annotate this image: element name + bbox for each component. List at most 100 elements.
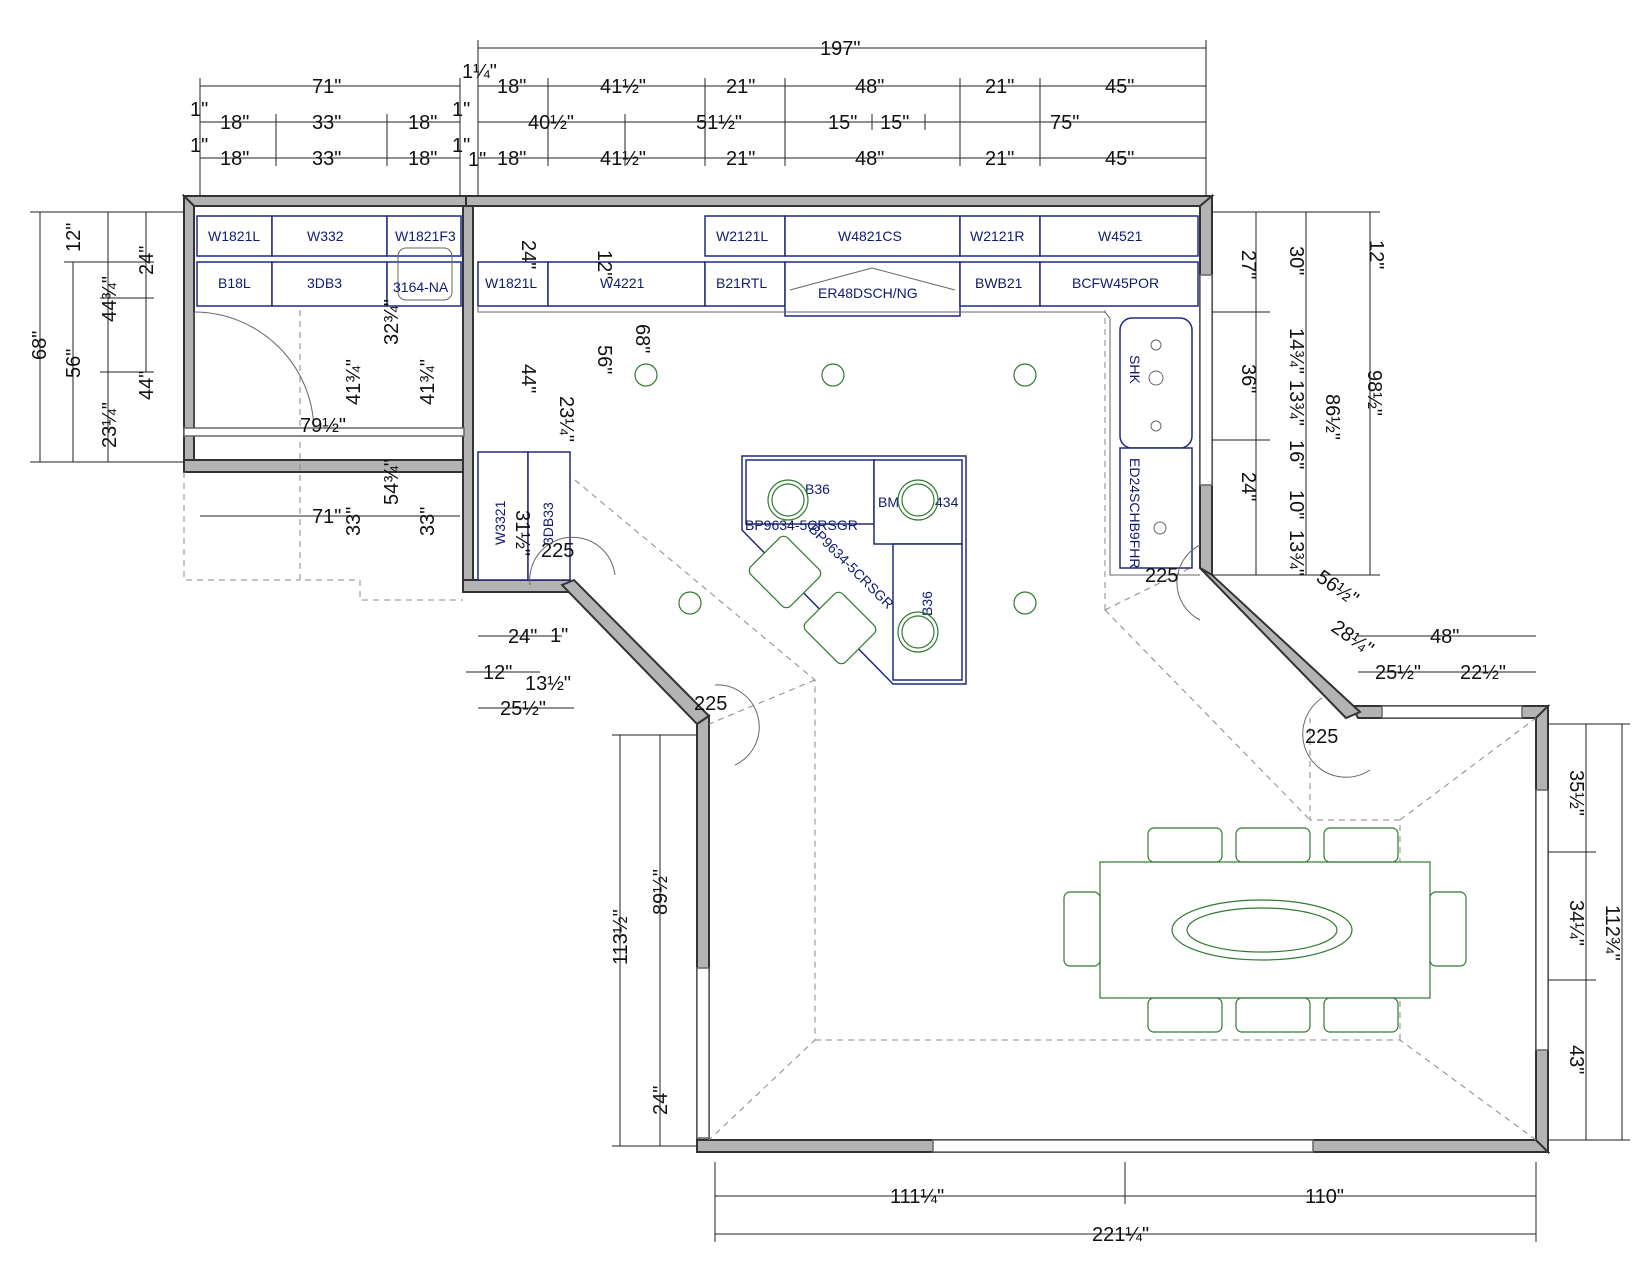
cabinet-w1821l-a[interactable] — [196, 215, 273, 257]
stool-2 — [897, 479, 939, 521]
door-swings — [183, 311, 1371, 778]
dim-31h: 31½" — [511, 510, 533, 556]
wall-top-right — [465, 195, 1215, 207]
range-hood-lines — [789, 267, 956, 291]
range-hood[interactable] — [784, 261, 961, 317]
light-2 — [821, 363, 845, 387]
dim-45-2: 45" — [1105, 148, 1134, 170]
cabinet-b36-b[interactable] — [892, 543, 963, 681]
cabinet-label-bm34-b: 434 — [935, 494, 959, 510]
dim-56-l: 56" — [63, 349, 85, 378]
ceiling-lights — [634, 363, 1037, 615]
dining-chair-left — [1063, 891, 1101, 967]
dim-71-top: 71" — [312, 76, 341, 98]
cabinet-label-w4821cs: W4821CS — [838, 228, 902, 244]
dining-chair-top-1 — [1147, 827, 1223, 863]
door-swing-left — [193, 311, 315, 433]
cabinet-w3324[interactable] — [271, 215, 388, 257]
dim-18-5: 18" — [497, 76, 526, 98]
dim-15b: 15" — [880, 112, 909, 134]
island: B36 BM 434 BP9634-5CRSGR BP9634-5CRSGR B… — [741, 455, 967, 685]
dim-18-6: 18" — [497, 148, 526, 170]
dishwasher-knob — [1153, 521, 1167, 535]
dim-68-c: 68" — [631, 324, 653, 353]
stool-3-inner — [901, 615, 935, 649]
dim-1q: 1¼" — [462, 61, 497, 83]
cabinet-label-b36-b: B36 — [919, 591, 935, 616]
dim-48-r: 48" — [1430, 626, 1459, 648]
dim-13q-b: 13¾" — [1285, 530, 1307, 576]
cabinet-w3321[interactable] — [477, 451, 529, 581]
countertop-outline — [477, 306, 1200, 576]
dim-98h: 98½" — [1363, 370, 1385, 416]
cabinet-3db33-a[interactable] — [271, 261, 388, 307]
cabinet-w4221[interactable] — [547, 261, 706, 307]
dim-1-a: 1" — [190, 99, 208, 121]
cabinet-w1821l-b[interactable] — [477, 261, 549, 307]
dim-32q: 32¾" — [381, 299, 403, 345]
cabinet-label-w2121r: W2121R — [970, 228, 1024, 244]
cabinet-label-sink-b: SHK — [1127, 355, 1143, 384]
dim-44-c: 44" — [517, 364, 539, 393]
dim-25h-p: 25½" — [500, 698, 546, 720]
cabinet-b21rtl[interactable] — [704, 261, 786, 307]
cabinet-label-b21rtl: B21RTL — [716, 275, 767, 291]
angle-225-2: 225 — [694, 693, 727, 715]
dining-chair-bottom-2 — [1235, 997, 1311, 1033]
ceiling-outline — [574, 479, 816, 1141]
dim-34q: 34¼" — [1565, 900, 1587, 946]
cabinet-w2121l[interactable] — [704, 215, 786, 257]
dim-197: 197" — [820, 38, 860, 60]
dining-chair-top-2 — [1235, 827, 1311, 863]
table-centerpiece — [1171, 899, 1353, 961]
dim-41q-b: 41¾" — [417, 359, 439, 405]
sink-drain-c — [1150, 420, 1162, 432]
dim-43: 43" — [1565, 1045, 1587, 1074]
ceiling-outline-g — [1104, 609, 1311, 821]
ceiling-outline-b — [708, 679, 816, 725]
dim-24-p: 24" — [508, 626, 537, 648]
cabinet-w2121r[interactable] — [959, 215, 1041, 257]
dim-44q: 44¾" — [99, 276, 121, 322]
dim-41h-2: 41½" — [600, 148, 646, 170]
dim-30: 30" — [1285, 246, 1307, 275]
dim-14q: 14¾" — [1285, 328, 1307, 374]
dim-33-v1: 33" — [343, 507, 365, 536]
dim-41h-1: 41½" — [600, 76, 646, 98]
cabinet-w4521[interactable] — [1039, 215, 1199, 257]
cabinet-label-w2121l: W2121L — [716, 228, 768, 244]
cabinet-b18l[interactable] — [196, 261, 273, 307]
dimension-labels: 197" 71" 18" 33" 18" 18" 33" 18" 18" 41½… — [29, 38, 1623, 1246]
dim-89h: 89½" — [650, 869, 672, 915]
dim-71-mid: 71" — [312, 506, 341, 528]
dining-chair-bottom-3 — [1323, 997, 1399, 1033]
light-5 — [1013, 591, 1037, 615]
cabinet-ed24[interactable] — [1119, 447, 1193, 569]
dim-23q-c: 23¼" — [555, 396, 577, 442]
dim-10: 10" — [1285, 490, 1307, 519]
cabinet-bwb21[interactable] — [959, 261, 1041, 307]
dim-21-1: 21" — [726, 76, 755, 98]
cabinet-label-w1821l-a: W1821L — [208, 228, 260, 244]
cabinet-label-w3321: W3321 — [492, 500, 508, 545]
dim-111q: 111¼" — [890, 1186, 944, 1208]
sink-drain-b — [1148, 370, 1164, 386]
dim-112q: 112¾" — [1601, 905, 1623, 961]
dim-28q: 28¼" — [1327, 616, 1377, 660]
dim-48-1: 48" — [855, 76, 884, 98]
cabinet-label-w4521: W4521 — [1098, 228, 1143, 244]
dim-86h: 86½" — [1321, 394, 1343, 440]
dim-44-l: 44" — [136, 371, 158, 400]
dim-21-4: 21" — [985, 148, 1014, 170]
cabinet-bcfw45por[interactable] — [1039, 261, 1199, 307]
door-threshold-left — [183, 427, 465, 437]
light-4 — [678, 591, 702, 615]
cabinet-bm34[interactable] — [873, 459, 963, 545]
wall-diagonal-right — [1199, 567, 1362, 720]
dim-1-e: 1" — [550, 625, 568, 647]
dim-18-4: 18" — [408, 148, 437, 170]
dim-221q: 221¼" — [1092, 1224, 1149, 1246]
windows — [696, 274, 1549, 1153]
sink-drain-a — [1150, 339, 1162, 351]
